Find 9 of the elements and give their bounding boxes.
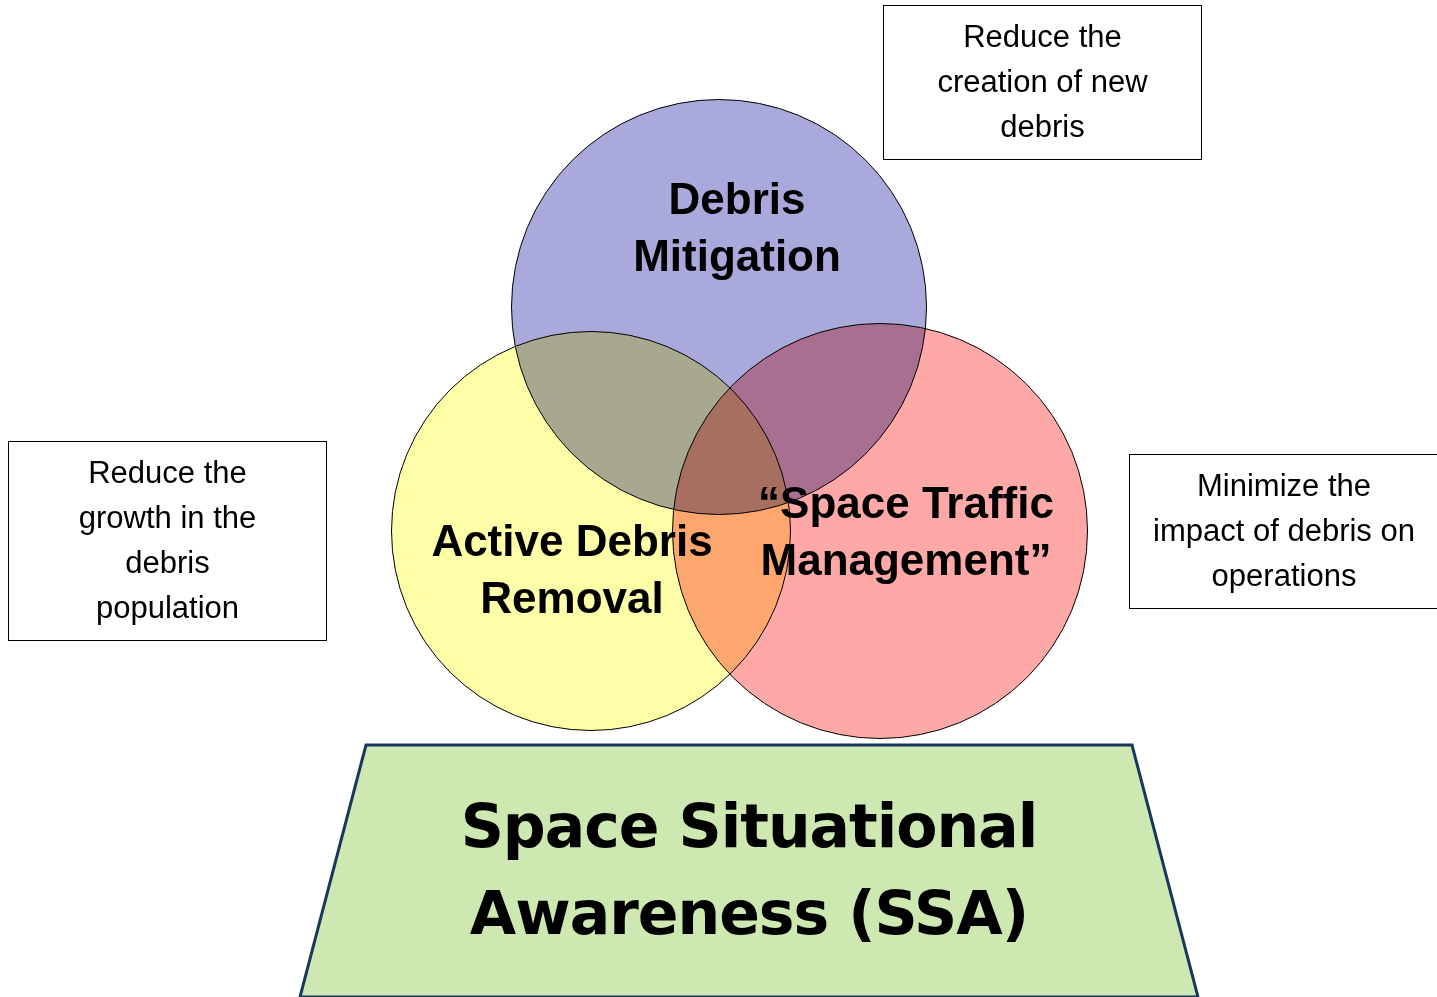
base-label: Space Situational Awareness (SSA) bbox=[459, 790, 1039, 950]
circle-label: Debris Mitigation bbox=[632, 173, 842, 283]
trapezoid-base bbox=[298, 743, 1200, 997]
note-text: Reduce the creation of new debris bbox=[936, 18, 1149, 146]
note-box bbox=[8, 441, 327, 641]
note-box bbox=[1129, 454, 1437, 609]
note-box bbox=[883, 5, 1202, 160]
note-text: Minimize the impact of debris on operations bbox=[1152, 467, 1416, 595]
note-text: Reduce the growth in the debris population bbox=[77, 454, 258, 627]
